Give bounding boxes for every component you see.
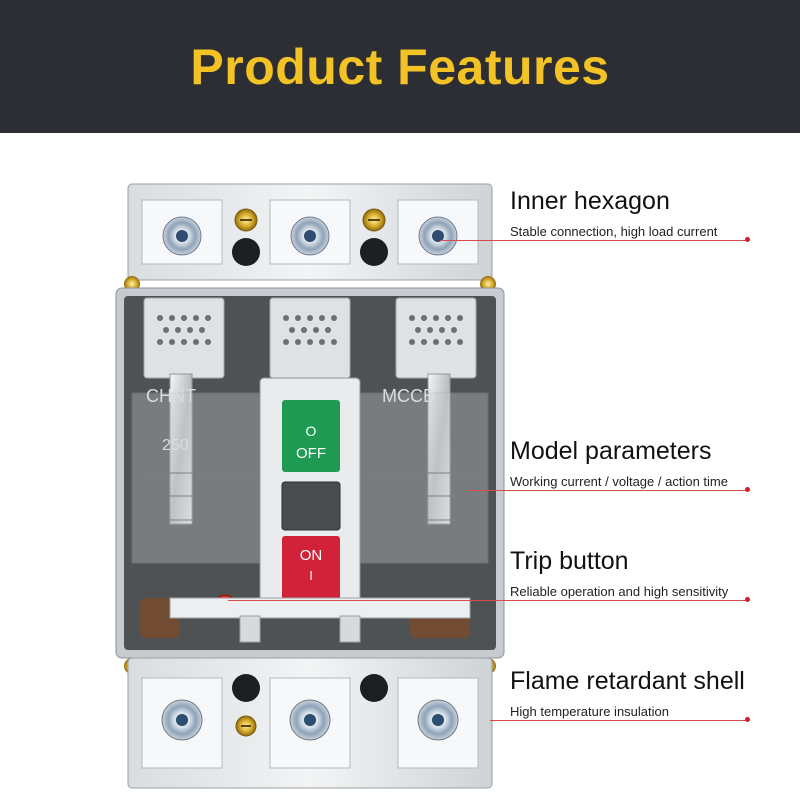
feature-title: Flame retardant shell bbox=[510, 667, 745, 695]
callout-line bbox=[490, 720, 748, 721]
feature-model-parameters: Model parameters Working current / volta… bbox=[510, 437, 780, 489]
feature-title: Model parameters bbox=[510, 437, 712, 465]
callout-line bbox=[468, 490, 748, 491]
off-button: O OFF bbox=[282, 400, 340, 472]
top-hex-bolt-1 bbox=[162, 216, 202, 256]
feature-flame-retardant-shell: Flame retardant shell High temperature i… bbox=[510, 667, 780, 719]
top-hex-bolt-2 bbox=[290, 216, 330, 256]
feature-description: Stable connection, high load current bbox=[510, 224, 718, 239]
feature-description: Working current / voltage / action time bbox=[510, 474, 728, 489]
callout-dot bbox=[745, 237, 750, 242]
on-button: ON I bbox=[282, 536, 340, 608]
brand-label: CHNT bbox=[146, 386, 196, 406]
callout-dot bbox=[745, 487, 750, 492]
feature-description: High temperature insulation bbox=[510, 704, 669, 719]
off-symbol: O bbox=[306, 423, 317, 439]
off-label: OFF bbox=[296, 445, 326, 462]
callout-dot bbox=[745, 597, 750, 602]
header-banner: Product Features bbox=[0, 0, 800, 133]
on-label: ON bbox=[300, 547, 323, 564]
feature-inner-hexagon: Inner hexagon Stable connection, high lo… bbox=[510, 187, 780, 239]
callout-dot bbox=[745, 717, 750, 722]
feature-title: Inner hexagon bbox=[510, 187, 670, 215]
top-hex-bolt-3 bbox=[418, 216, 458, 256]
type-label: MCCB bbox=[382, 386, 435, 406]
bottom-hex-bolt-2 bbox=[289, 699, 331, 741]
page-title: Product Features bbox=[190, 38, 610, 95]
feature-title: Trip button bbox=[510, 547, 629, 575]
feature-trip-button: Trip button Reliable operation and high … bbox=[510, 547, 780, 599]
on-symbol: I bbox=[309, 568, 313, 583]
current-label: 250 bbox=[162, 437, 189, 454]
feature-description: Reliable operation and high sensitivity bbox=[510, 584, 729, 599]
circuit-breaker-image: CHNT MCCB 250 O OFF ON I bbox=[115, 183, 505, 789]
bottom-hex-bolt-1 bbox=[161, 699, 203, 741]
callout-line bbox=[228, 600, 748, 601]
callout-line bbox=[440, 240, 748, 241]
bottom-hex-bolt-3 bbox=[417, 699, 459, 741]
